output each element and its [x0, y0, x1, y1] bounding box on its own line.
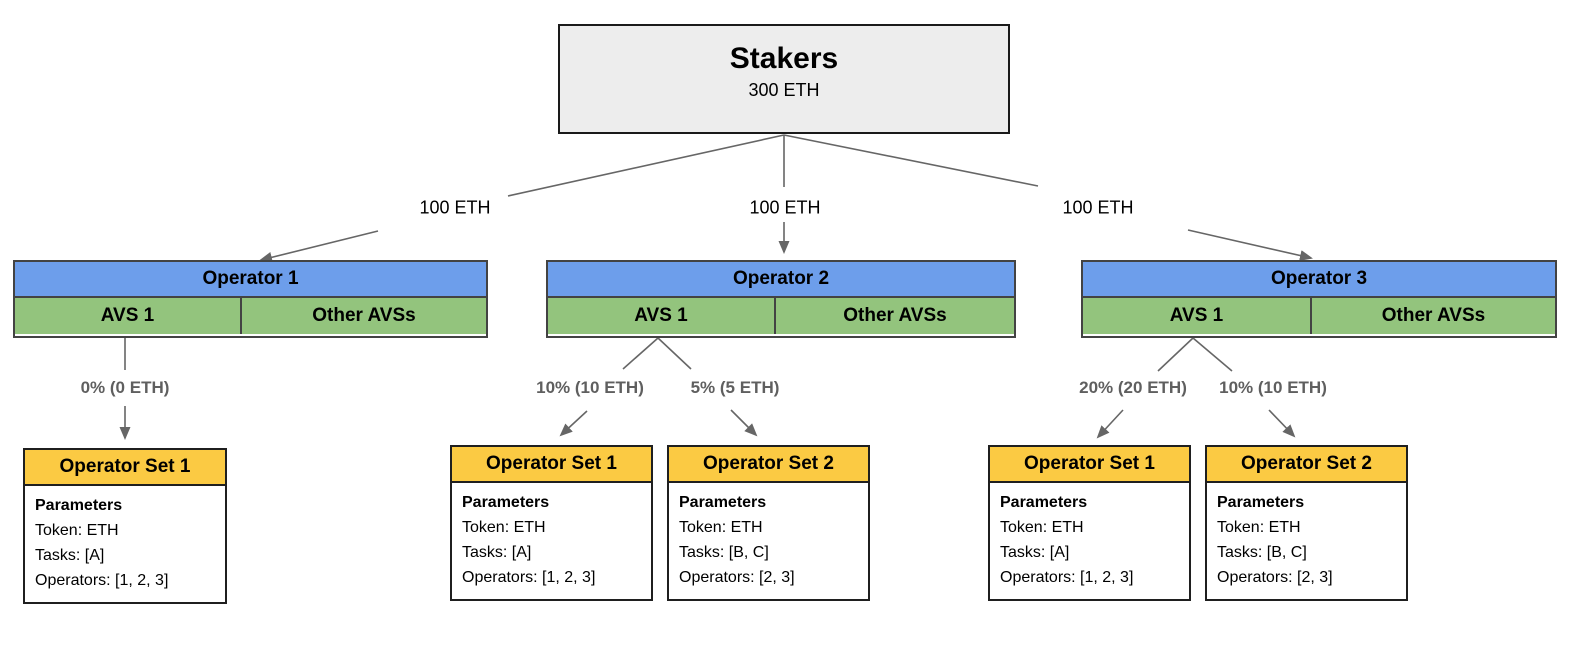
op3-allocation-label-set1: 20% (20 ETH): [1079, 378, 1187, 397]
arrow-to-operator-3: [1187, 229, 1313, 261]
operator-2-avs1-cell: AVS 1: [548, 298, 774, 334]
op2-allocation-label-set1: 10% (10 ETH): [536, 378, 644, 397]
operator-3-avs-row: AVS 1 Other AVSs: [1083, 298, 1555, 334]
operator-1-table: Operator 1 AVS 1 Other AVSs: [13, 260, 488, 338]
operator-3-other-avss-cell: Other AVSs: [1310, 298, 1555, 334]
params-operators: Operators: [1, 2, 3]: [1000, 569, 1134, 586]
op2-operator-set-1-box: Operator Set 1 Parameters Token: ETH Tas…: [450, 445, 653, 601]
op3-avs1-fan-line-right: [1192, 337, 1233, 372]
arrow-to-op2-set2: [730, 409, 758, 437]
op2-avs1-fan-line-left: [622, 337, 659, 370]
op3-operator-set-1-title: Operator Set 1: [990, 447, 1189, 483]
params-tasks: Tasks: [A]: [35, 547, 105, 564]
stake-edge-label-2: 100 ETH: [749, 197, 821, 218]
op2-avs1-fan-line-right: [657, 337, 692, 370]
op1-operator-set-1-params: Parameters Token: ETH Tasks: [A] Operato…: [25, 486, 225, 602]
operator-2-avs-row: AVS 1 Other AVSs: [548, 298, 1014, 334]
operator-1-avs1-cell: AVS 1: [15, 298, 240, 334]
stake-edge-label-3: 100 ETH: [1062, 197, 1134, 218]
params-tasks: Tasks: [B, C]: [679, 544, 769, 561]
params-token: Token: ETH: [679, 519, 763, 536]
op2-operator-set-2-box: Operator Set 2 Parameters Token: ETH Tas…: [667, 445, 870, 601]
operator-1-avs-row: AVS 1 Other AVSs: [15, 298, 486, 334]
stakers-amount: 300 ETH: [748, 80, 820, 100]
stakers-fan-line-right: [783, 134, 1039, 187]
op3-allocation-label-set2: 10% (10 ETH): [1219, 378, 1327, 397]
operator-3-avs1-cell: AVS 1: [1083, 298, 1310, 334]
op1-allocation-label: 0% (0 ETH): [80, 378, 170, 397]
params-tasks: Tasks: [A]: [1000, 544, 1070, 561]
op1-operator-set-1-title: Operator Set 1: [25, 450, 225, 486]
params-tasks: Tasks: [A]: [462, 544, 532, 561]
params-token: Token: ETH: [1000, 519, 1084, 536]
op1-operator-set-1-box: Operator Set 1 Parameters Token: ETH Tas…: [23, 448, 227, 604]
params-operators: Operators: [1, 2, 3]: [35, 572, 169, 589]
operator-1-other-avss-cell: Other AVSs: [240, 298, 486, 334]
op2-allocation-label-set2: 5% (5 ETH): [690, 378, 780, 397]
arrow-to-op3-set1: [1096, 409, 1124, 439]
params-tasks: Tasks: [B, C]: [1217, 544, 1307, 561]
params-token: Token: ETH: [35, 522, 119, 539]
operator-2-table: Operator 2 AVS 1 Other AVSs: [546, 260, 1016, 338]
params-operators: Operators: [1, 2, 3]: [462, 569, 596, 586]
stakers-box: Stakers 300 ETH: [558, 24, 1010, 134]
op3-operator-set-1-box: Operator Set 1 Parameters Token: ETH Tas…: [988, 445, 1191, 601]
operator-3-header: Operator 3: [1083, 262, 1555, 298]
operator-3-table: Operator 3 AVS 1 Other AVSs: [1081, 260, 1557, 338]
params-operators: Operators: [2, 3]: [1217, 569, 1333, 586]
params-heading: Parameters: [462, 494, 550, 511]
arrow-to-operator-1: [259, 230, 379, 263]
operator-2-other-avss-cell: Other AVSs: [774, 298, 1014, 334]
op3-operator-set-2-params: Parameters Token: ETH Tasks: [B, C] Oper…: [1207, 483, 1406, 599]
arrow-to-op2-set1: [559, 410, 588, 437]
params-operators: Operators: [2, 3]: [679, 569, 795, 586]
op2-operator-set-1-title: Operator Set 1: [452, 447, 651, 483]
stake-edge-label-1: 100 ETH: [419, 197, 491, 218]
params-heading: Parameters: [35, 497, 123, 514]
stakers-title: Stakers: [729, 42, 839, 75]
op2-operator-set-2-title: Operator Set 2: [669, 447, 868, 483]
stakers-fan-line-left: [507, 134, 785, 197]
operator-2-header: Operator 2: [548, 262, 1014, 298]
op2-operator-set-2-params: Parameters Token: ETH Tasks: [B, C] Oper…: [669, 483, 868, 599]
params-heading: Parameters: [1000, 494, 1088, 511]
params-token: Token: ETH: [1217, 519, 1301, 536]
op2-operator-set-1-params: Parameters Token: ETH Tasks: [A] Operato…: [452, 483, 651, 599]
arrow-to-op3-set2: [1268, 409, 1296, 438]
op3-avs1-fan-line-left: [1157, 337, 1194, 372]
op3-operator-set-2-box: Operator Set 2 Parameters Token: ETH Tas…: [1205, 445, 1408, 601]
op3-operator-set-2-title: Operator Set 2: [1207, 447, 1406, 483]
params-heading: Parameters: [1217, 494, 1305, 511]
operator-1-header: Operator 1: [15, 262, 486, 298]
op3-operator-set-1-params: Parameters Token: ETH Tasks: [A] Operato…: [990, 483, 1189, 599]
params-token: Token: ETH: [462, 519, 546, 536]
params-heading: Parameters: [679, 494, 767, 511]
